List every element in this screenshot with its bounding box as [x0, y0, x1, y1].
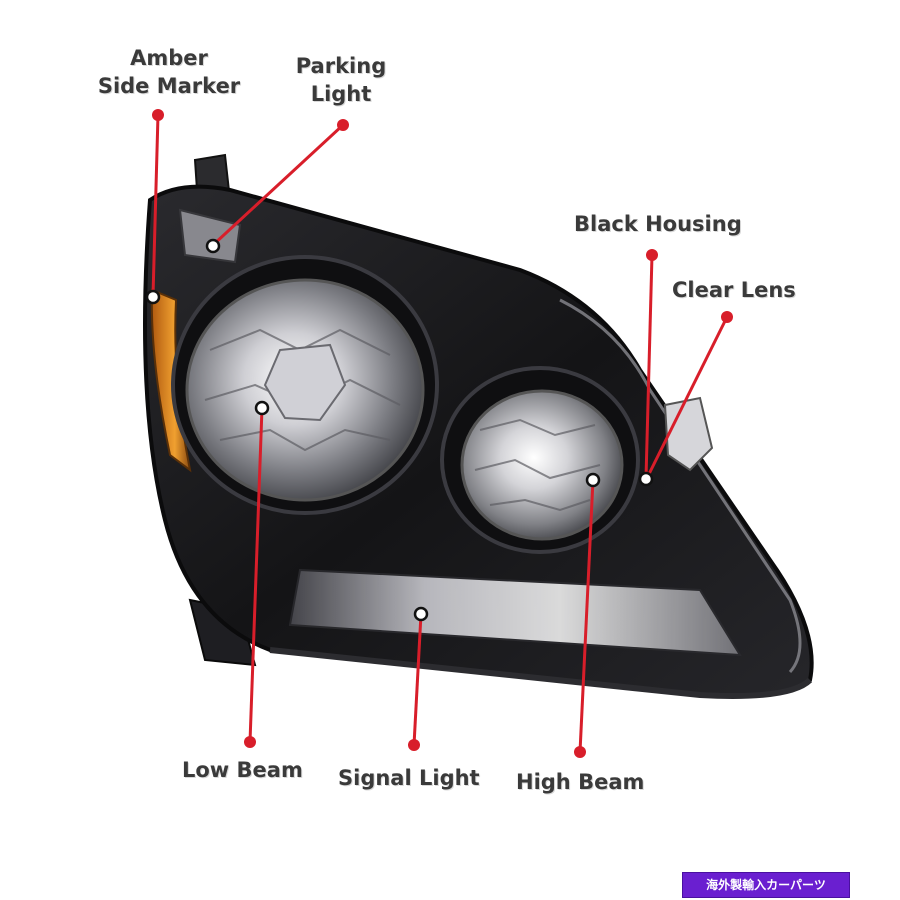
dot-signal	[408, 739, 420, 751]
dot-black-housing	[646, 249, 658, 261]
label-parking-line2: Light	[310, 82, 372, 106]
label-amber-side-marker: Amber Side Marker	[96, 44, 242, 100]
label-low-beam: Low Beam	[182, 758, 303, 782]
label-signal-light: Signal Light	[338, 766, 480, 790]
clear-lens-rim	[559, 298, 802, 674]
callout-line-signal	[412, 613, 423, 746]
target-parking	[205, 238, 221, 254]
target-low-beam	[254, 400, 270, 416]
callout-line-high-beam	[578, 479, 595, 753]
lower-lip	[269, 647, 813, 699]
target-signal	[413, 606, 429, 622]
callout-target-dots	[145, 238, 654, 622]
label-parking-line1: Parking	[295, 54, 387, 78]
label-black-housing: Black Housing	[574, 212, 742, 236]
callout-end-dots	[152, 109, 733, 758]
low-beam-center-cap	[263, 343, 347, 422]
dot-clear-lens	[721, 311, 733, 323]
dot-amber	[152, 109, 164, 121]
dot-high-beam	[574, 746, 586, 758]
signal-light	[288, 568, 742, 657]
target-amber	[145, 289, 161, 305]
high-beam-reflector-facets	[474, 418, 601, 512]
target-housing-lens	[638, 471, 654, 487]
watermark-badge: 海外製輸入カーパーツ	[682, 872, 850, 898]
label-amber-line1: Amber	[130, 46, 208, 70]
callout-line-black-housing	[644, 254, 654, 479]
label-clear-lens: Clear Lens	[672, 278, 796, 302]
callout-lines	[151, 114, 729, 753]
dot-low-beam	[244, 736, 256, 748]
label-parking-light: Parking Light	[290, 52, 392, 108]
callout-line-low-beam	[248, 407, 264, 743]
parking-light	[178, 208, 242, 264]
label-high-beam: High Beam	[516, 770, 645, 794]
callout-line-parking	[211, 123, 345, 247]
label-amber-line2: Side Marker	[97, 74, 241, 98]
callout-line-amber	[151, 114, 160, 297]
dot-parking	[337, 119, 349, 131]
callout-line-clear-lens	[645, 316, 729, 479]
target-high-beam	[585, 472, 601, 488]
